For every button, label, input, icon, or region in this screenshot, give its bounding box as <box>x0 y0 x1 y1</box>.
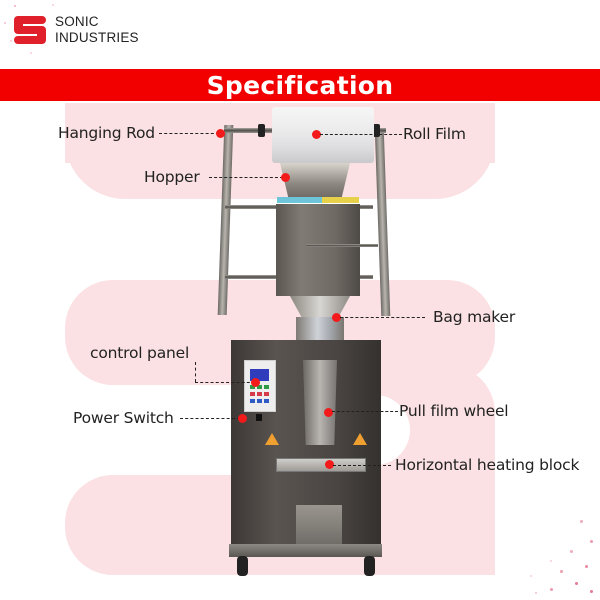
warning-icon-right <box>353 433 367 445</box>
specification-banner: Specification <box>0 69 600 101</box>
callout-label-bag-maker: Bag maker <box>433 308 516 326</box>
rod-collar-left <box>258 124 265 137</box>
warning-icon-left <box>265 433 279 445</box>
brand-header: SONIC INDUSTRIES <box>14 10 139 50</box>
brand-name-line2: INDUSTRIES <box>55 30 139 45</box>
brand-name-line1: SONIC <box>55 14 99 29</box>
callout-label-hanging-rod: Hanging Rod <box>58 124 155 142</box>
callout-leader-pull-film-wheel <box>332 411 398 412</box>
callout-marker-horizontal-heating-block <box>325 460 334 469</box>
callout-marker-hopper <box>281 173 290 182</box>
rod-collar-right <box>373 124 380 137</box>
forming-tube <box>303 360 337 445</box>
callout-leader-bag-maker <box>340 317 425 318</box>
callout-leader-hopper <box>209 177 283 178</box>
callout-leader-hanging-rod <box>159 133 219 134</box>
caster-wheel-right <box>364 556 375 576</box>
caster-wheel-left <box>237 556 248 576</box>
frame-post-right <box>374 128 391 316</box>
brand-name: SONIC INDUSTRIES <box>55 14 139 46</box>
machine-base <box>229 544 382 557</box>
callout-label-roll-film: Roll Film <box>403 125 466 143</box>
hopper <box>280 163 350 198</box>
roll-film <box>272 107 374 163</box>
control-panel <box>244 360 276 412</box>
bag-maker-funnel <box>290 296 350 318</box>
callout-marker-power-switch <box>238 414 247 423</box>
callout-label-horizontal-heating-block: Horizontal heating block <box>395 456 580 474</box>
frame-post-left <box>217 125 234 315</box>
callout-label-pull-film-wheel: Pull film wheel <box>399 402 509 420</box>
callout-marker-hanging-rod <box>216 129 225 138</box>
callout-marker-roll-film <box>312 130 321 139</box>
callout-marker-bag-maker <box>332 313 341 322</box>
callout-leader-power-switch <box>180 418 240 419</box>
power-switch <box>256 414 262 421</box>
measuring-box <box>276 204 360 296</box>
callout-label-hopper: Hopper <box>144 168 200 186</box>
callout-leader-horizontal-heating-block <box>333 465 391 466</box>
callout-leader-control-panel-vertical <box>195 362 196 382</box>
discharge-chute <box>296 505 342 545</box>
callout-marker-pull-film-wheel <box>324 408 333 417</box>
sonic-logo-icon <box>14 14 46 46</box>
callout-leader-control-panel-horizontal <box>195 382 255 383</box>
callout-marker-control-panel <box>251 378 260 387</box>
frame-rod-middle <box>306 244 378 247</box>
callout-label-control-panel: control panel <box>90 344 190 362</box>
banner-title: Specification <box>206 70 394 100</box>
hopper-label-strip <box>277 197 359 203</box>
callout-leader-roll-film <box>320 134 402 135</box>
callout-label-power-switch: Power Switch <box>73 409 174 427</box>
